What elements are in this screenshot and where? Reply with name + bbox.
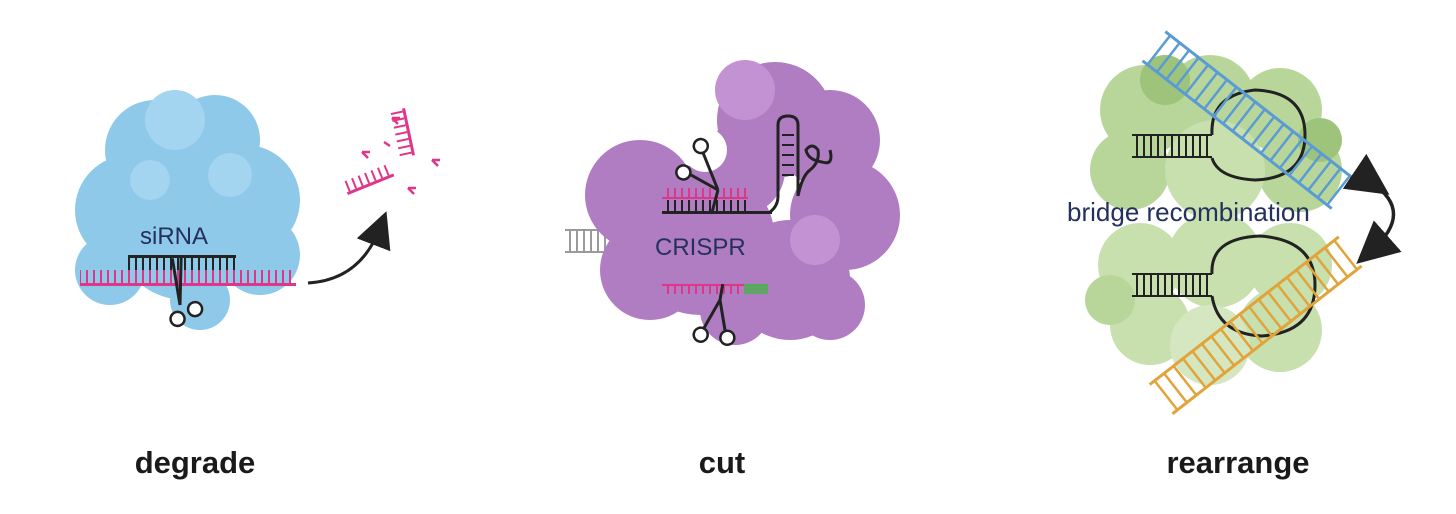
caption-cut: cut: [699, 445, 746, 480]
target-strand-with-pam: [662, 284, 768, 294]
scissors-icon: [675, 137, 720, 212]
panel-cut: CRISPR: [565, 60, 900, 480]
degraded-rna-fragments: [342, 107, 440, 195]
panel-degrade: siRNA: [75, 90, 440, 480]
bridge-recombination-label: bridge recombination: [1067, 197, 1310, 227]
panel-rearrange: bridge recombination rearrange: [1067, 30, 1402, 480]
guide-rna: [662, 114, 833, 214]
scissors-icon: [692, 283, 736, 347]
scissors-icon: [169, 257, 204, 328]
caption-degrade: degrade: [135, 445, 256, 480]
argonaute-protein-blob: [75, 90, 300, 330]
donor-dna-gold: [1148, 235, 1363, 415]
degradation-arrow: [307, 211, 391, 285]
sirna-label: siRNA: [140, 223, 208, 250]
target-dna-blue: [1141, 30, 1356, 210]
caption-rearrange: rearrange: [1166, 445, 1309, 480]
exchange-arrow: [1342, 153, 1402, 264]
target-mrna-strand: [80, 270, 296, 286]
crispr-label: CRISPR: [655, 234, 746, 261]
